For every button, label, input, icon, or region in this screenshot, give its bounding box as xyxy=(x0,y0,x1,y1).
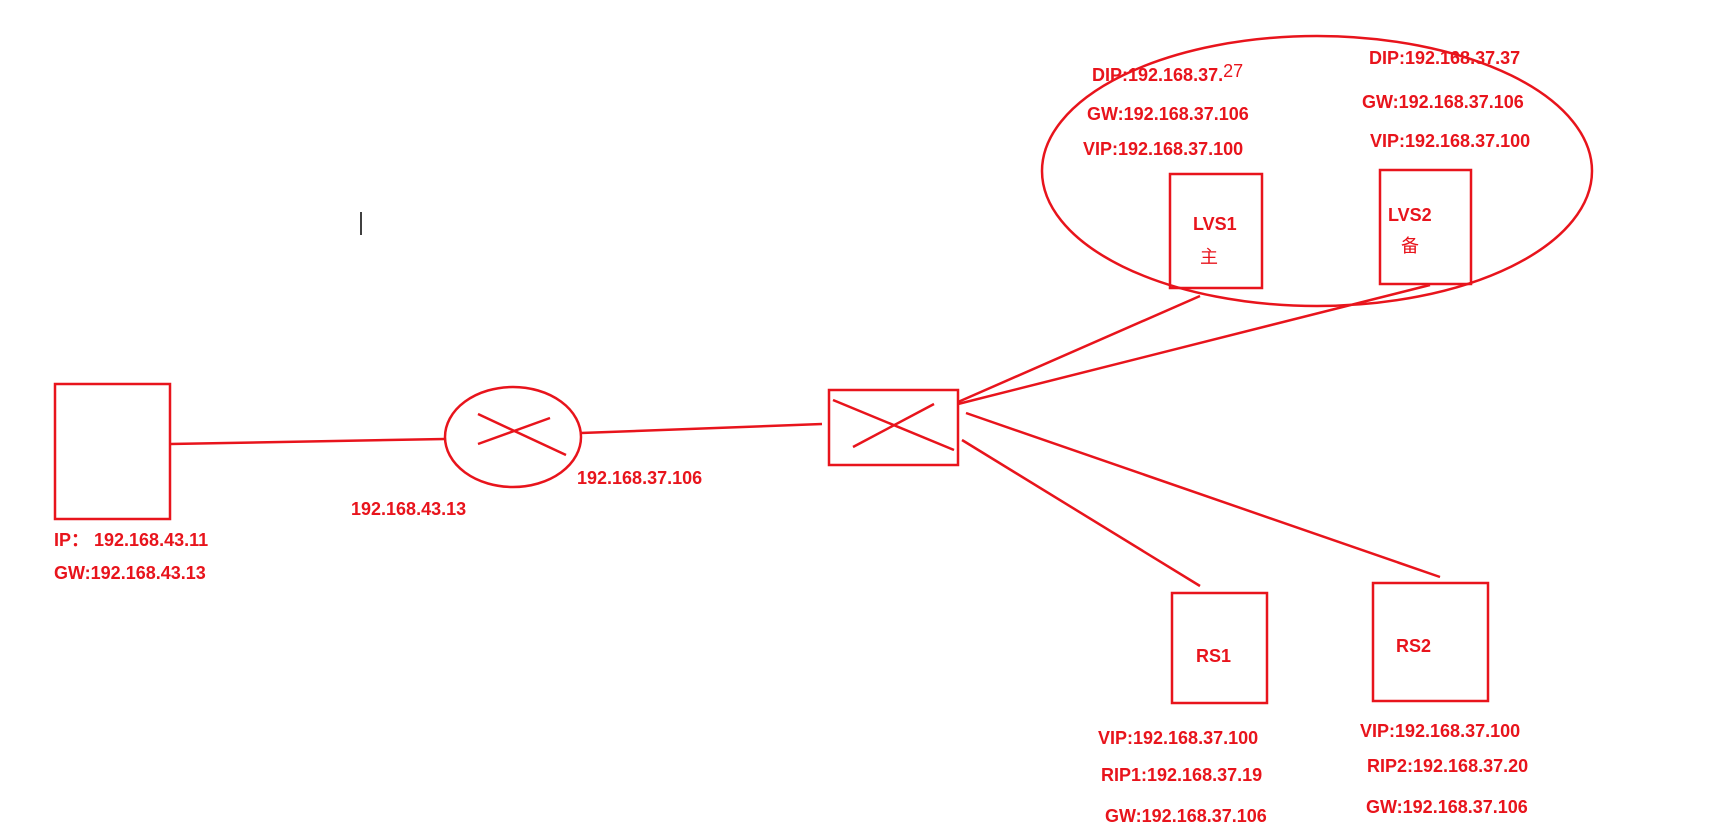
router-right-ip-label: 192.168.37.106 xyxy=(577,468,702,488)
rs2-rip-label: RIP2:192.168.37.20 xyxy=(1367,756,1528,776)
client-box xyxy=(53,382,172,521)
router xyxy=(443,385,583,489)
rs1-name: RS1 xyxy=(1196,646,1231,666)
lvs-cluster-ellipse xyxy=(1040,34,1594,308)
router-cross-a xyxy=(477,412,567,457)
switch-cross-b xyxy=(852,402,935,449)
lvs1-name: LVS1 xyxy=(1193,214,1237,234)
link-switch-lvs2 xyxy=(957,283,1431,406)
link-client-router xyxy=(169,437,446,446)
link-router-switch xyxy=(580,422,823,435)
lvs1-vip-label: VIP:192.168.37.100 xyxy=(1083,139,1243,159)
client-ip-label: IP： 192.168.43.11 xyxy=(54,530,208,550)
link-switch-rs1 xyxy=(961,438,1201,588)
lvs1-box xyxy=(1168,172,1264,290)
lvs2-gw-label: GW:192.168.37.106 xyxy=(1362,92,1524,112)
rs1-vip-label: VIP:192.168.37.100 xyxy=(1098,728,1258,748)
rs1-box xyxy=(1170,591,1269,705)
rs2-name: RS2 xyxy=(1396,636,1431,656)
lvs1-dip-prefix: DIP:192.168.37. xyxy=(1092,65,1223,85)
switch xyxy=(827,388,960,467)
lvs2-dip-label: DIP:192.168.37.37 xyxy=(1369,48,1520,68)
lvs2-vip-label: VIP:192.168.37.100 xyxy=(1370,131,1530,151)
lvs1-dip-suffix: 27 xyxy=(1223,61,1243,81)
lvs1-role: 主 xyxy=(1200,247,1218,268)
rs2-gw-label: GW:192.168.37.106 xyxy=(1366,797,1528,817)
client-gw-label: GW:192.168.43.13 xyxy=(54,563,206,583)
link-switch-rs2 xyxy=(965,411,1441,579)
link-switch-lvs1 xyxy=(957,294,1201,404)
rs2-box xyxy=(1371,581,1490,703)
lvs1-dip-label: DIP:192.168.37.27 xyxy=(1092,61,1243,85)
rs1-rip-label: RIP1:192.168.37.19 xyxy=(1101,765,1262,785)
lvs2-role: 备 xyxy=(1401,236,1419,257)
lvs2-name: LVS2 xyxy=(1388,205,1432,225)
lvs1-gw-label: GW:192.168.37.106 xyxy=(1087,104,1249,124)
router-left-ip-label: 192.168.43.13 xyxy=(351,499,466,519)
router-cross-b xyxy=(477,416,551,446)
rs1-gw-label: GW:192.168.37.106 xyxy=(1105,806,1267,826)
rs2-vip-label: VIP:192.168.37.100 xyxy=(1360,721,1520,741)
lvs2-box xyxy=(1378,168,1473,286)
